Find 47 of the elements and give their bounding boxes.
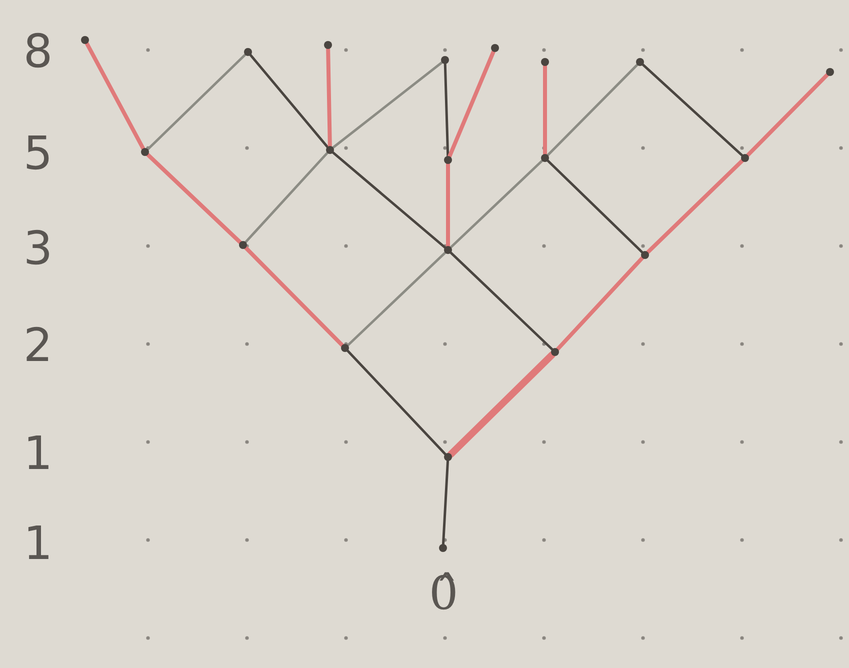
vertex-dot [341, 344, 349, 352]
lattice-edge [546, 160, 644, 254]
lattice-edge [244, 246, 344, 348]
rank-count: 2 [22, 322, 54, 368]
vertex-dot [444, 453, 452, 461]
rank-count: 3 [22, 225, 54, 271]
vertex-dot [541, 154, 549, 162]
lattice-edge [646, 158, 744, 254]
lattice-edge [444, 62, 450, 158]
lattice-edge [146, 54, 246, 150]
lattice-edge [332, 151, 446, 249]
vertex-dot [444, 156, 452, 164]
vertex-dot [244, 48, 252, 56]
lattice-edge [442, 460, 450, 546]
vertex-dot [541, 58, 549, 66]
lattice-edge [84, 42, 146, 150]
lattice-edge [249, 54, 329, 148]
rank-count: 5 [22, 130, 54, 176]
lattice-edge [450, 160, 544, 248]
lattice-edge [146, 152, 242, 244]
vertex-dot [491, 44, 499, 52]
lattice-edge [346, 350, 446, 456]
rank-count: 1 [22, 520, 54, 566]
vertex-dot [439, 544, 447, 552]
lattice-edge [746, 72, 830, 158]
lattice-edge [556, 256, 644, 352]
vertex-dot [826, 68, 834, 76]
lattice-edge [326, 47, 332, 148]
vertex-dot [239, 241, 247, 249]
lattice-edge [244, 152, 329, 244]
lattice-edge [447, 351, 556, 458]
lattice-edge [332, 61, 444, 149]
rank-count: 1 [22, 430, 54, 476]
vertex-dot [636, 58, 644, 66]
lattice-edge [450, 252, 554, 350]
element-label: 0̂ [429, 565, 458, 622]
lattice-edge [546, 64, 638, 156]
vertex-dot [81, 36, 89, 44]
lattice-edge [543, 64, 547, 156]
lattice-edge [642, 63, 744, 157]
lattice-edge [446, 162, 450, 248]
vertex-dot [141, 148, 149, 156]
lattice-edge [448, 50, 496, 158]
lattice-edge [346, 252, 446, 346]
vertex-dot [324, 41, 332, 49]
vertex-dot [441, 56, 449, 64]
rank-count: 8 [22, 28, 54, 74]
